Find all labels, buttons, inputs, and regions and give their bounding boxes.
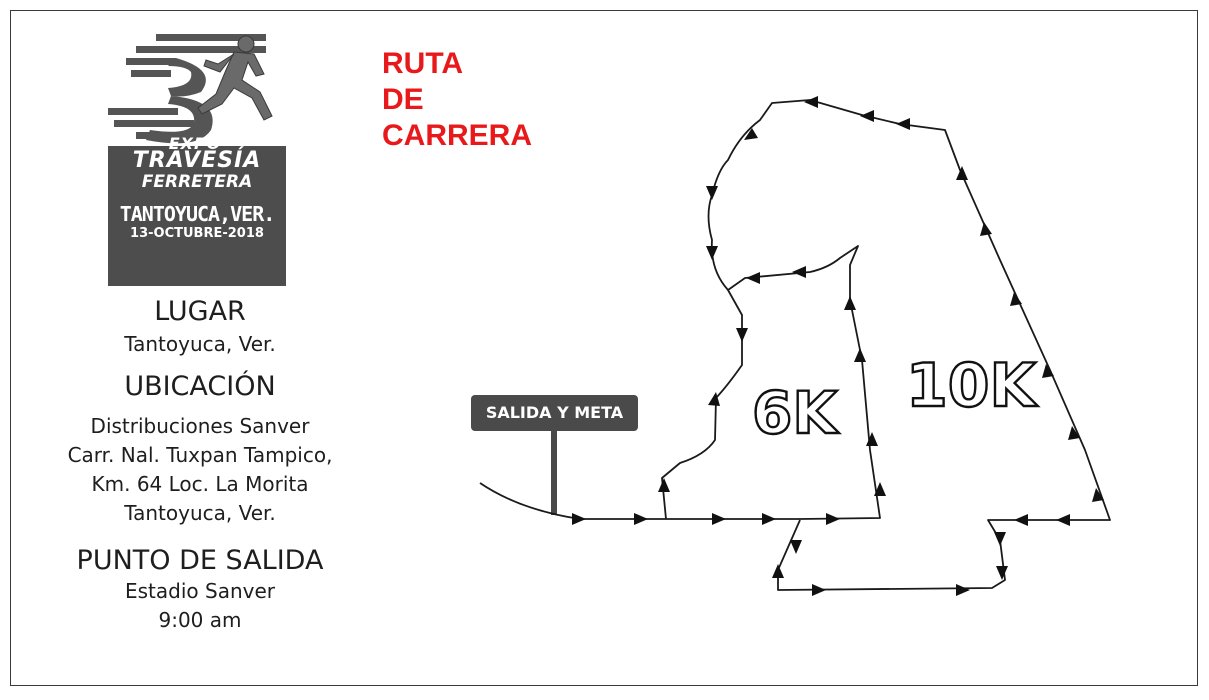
logo-plate [108,146,286,286]
logo-ferretera-text: FERRETERA [141,172,253,192]
ubicacion-line: Distribuciones Sanver [90,414,310,438]
route-arrow [826,513,840,525]
route-arrow [746,272,760,284]
route-arrow [1092,488,1104,502]
logo-expo-text: EXPO [168,134,222,153]
route-arrow [980,222,992,236]
start-sign-pole [551,431,557,515]
route-arrow [866,432,878,446]
salida-place: Estadio Sanver [125,579,275,603]
route-arrow [956,584,970,596]
route-arrow [1068,426,1080,440]
route-arrow [1056,514,1070,526]
label-10k: 10K [906,351,1038,421]
ubicacion-heading: UBICACIÓN [124,371,276,402]
route-arrow [1010,292,1022,306]
logo-runner-graphic [108,34,273,144]
route-arrows [572,96,1104,596]
route-arrow [706,186,718,200]
route-arrow [762,513,776,525]
route-arrow [854,348,866,362]
route-arrow [658,478,670,492]
route-6k-path [661,245,881,520]
route-arrow [706,246,718,260]
route-arrow [996,566,1008,580]
lugar-section: LUGAR Tantoyuca, Ver. [30,296,370,359]
logo-travesia-text: TRAVESÍA [132,148,262,173]
route-arrow [896,118,910,130]
route-arrow [1042,364,1054,378]
route-arrow [812,584,826,596]
lugar-heading: LUGAR [154,296,246,327]
route-arrow [572,513,586,525]
route-arrow [736,328,748,342]
route-arrow [956,166,968,180]
title-line-3: CARRERA [382,119,532,152]
route-arrow [790,540,802,554]
route-arrow [772,564,784,578]
logo-date-text: 13-OCTUBRE-2018 [130,226,264,241]
route-arrow [874,482,886,496]
lugar-value: Tantoyuca, Ver. [124,332,276,356]
salida-time: 9:00 am [158,608,242,632]
logo-city-text: TANTOYUCA,VER. [119,202,276,226]
route-arrow [844,296,856,310]
route-arrow [1014,514,1028,526]
ubicacion-section: UBICACIÓN Distribuciones Sanver Carr. Na… [30,371,370,528]
route-arrow [744,128,758,140]
route-arrow [994,532,1006,546]
start-finish-sign: SALIDA Y META [471,395,638,431]
route-arrow [804,96,818,108]
title-line-2: DE [382,83,424,116]
salida-heading: PUNTO DE SALIDA [76,545,324,576]
page-title: RUTA DE CARRERA [382,46,532,154]
title-line-1: RUTA [382,47,464,80]
salida-section: PUNTO DE SALIDA Estadio Sanver 9:00 am [30,545,370,635]
route-arrow [708,392,720,406]
route-arrow [860,110,874,122]
route-arrow [792,266,806,278]
route-arrow [712,513,726,525]
map-frame [10,10,1198,686]
route-arrow [634,513,648,525]
ubicacion-line: Tantoyuca, Ver. [124,501,276,525]
ubicacion-line: Carr. Nal. Tuxpan Tampico, [67,443,333,467]
route-10k-path [707,99,1111,591]
label-6k: 6K [752,379,839,447]
event-logo: EXPO TRAVESÍA FERRETERA TANTOYUCA,VER. 1… [106,30,288,286]
ubicacion-line: Km. 64 Loc. La Morita [91,472,309,496]
